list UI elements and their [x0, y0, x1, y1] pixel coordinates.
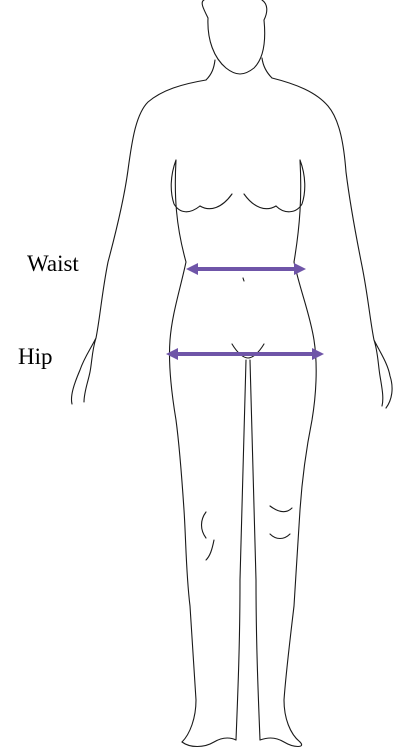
hip-arrow	[166, 348, 324, 360]
bust-outline	[200, 194, 276, 209]
torso-right-outline	[276, 160, 316, 742]
right-knee-outline	[270, 506, 292, 539]
head-outline	[202, 0, 267, 74]
left-knee-outline	[202, 512, 215, 560]
navel-mark	[243, 278, 244, 281]
torso-left-outline	[169, 160, 200, 742]
waist-arrow	[186, 263, 306, 275]
pelvis-outline	[232, 344, 264, 740]
neck-outline	[206, 58, 272, 80]
feet-outline	[182, 738, 302, 747]
waist-label: Waist	[27, 252, 79, 275]
hip-label: Hip	[18, 345, 53, 368]
right-arm-outline	[272, 78, 392, 408]
